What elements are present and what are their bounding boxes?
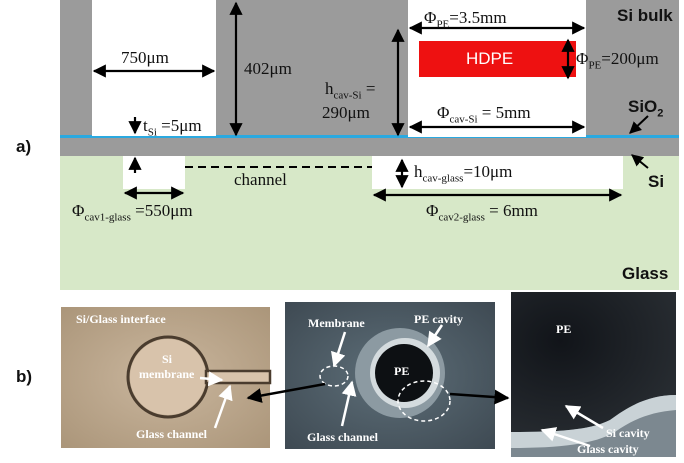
connector-arrow-2 (449, 389, 510, 405)
phi-pe-top-label: ΦPE=3.5mm (424, 8, 507, 31)
hcav-si-label: hcav-Si = (325, 79, 376, 102)
photo-3-glass-cavity-label: Glass cavity (577, 442, 639, 456)
panel-b-label: b) (16, 367, 33, 386)
glass-cavity-1 (123, 156, 185, 189)
photo-3-pe-label: PE (556, 322, 572, 336)
photo-2-membrane-label: Membrane (308, 316, 365, 330)
photo-2-cavity-mark (397, 380, 451, 422)
cross-section-diagram (60, 0, 679, 290)
photo-2-channel-label: Glass channel (307, 430, 379, 444)
phi-cav2-glass-label: Φcav2-glass = 6mm (426, 201, 538, 224)
photo-2-chip (285, 302, 495, 449)
height-402-label: 402μm (244, 59, 292, 78)
phi-cav1-glass-label: Φcav1-glass =550μm (72, 201, 193, 224)
photo-1-title: Si/Glass interface (76, 312, 166, 326)
hdpe-block (419, 41, 576, 77)
hcav-si-value: 290μm (322, 103, 370, 122)
photo-1-arrow-channel (213, 384, 233, 429)
arrow-si (631, 154, 649, 169)
glass-label: Glass (622, 264, 669, 283)
photo-3-arrow-si (564, 404, 604, 430)
photo-3-si-cavity-label: Si cavity (606, 426, 650, 440)
photo-2-arrow-channel (340, 380, 357, 427)
connector-arrow-1 (246, 382, 326, 403)
photo-1-channel-label: Glass channel (136, 427, 208, 441)
photo-2-arrow-membrane (331, 331, 347, 368)
si-label: Si (648, 172, 665, 191)
photo-2-pe-cavity-label: PE cavity (414, 312, 463, 326)
panel-a-label: a) (16, 137, 32, 156)
glass-cavity-2 (372, 156, 623, 189)
photo-1-membrane-line2: membrane (139, 367, 195, 381)
photo-1-membrane-line1: Si (162, 352, 173, 366)
si-membrane-right-2 (586, 138, 623, 156)
sio2-label: SiO2 (628, 97, 664, 120)
photo-3-zoom (511, 292, 676, 457)
photo-1-channel (204, 369, 272, 385)
width-750-label: 750μm (121, 48, 169, 67)
photo-2-pe-label: PE (394, 364, 410, 378)
phi-pe-side-label: ΦPE=200μm (576, 49, 659, 72)
tsi-label: tSi =5μm (143, 116, 202, 139)
membrane-circle-fill (130, 339, 206, 415)
photo-3-pe-region (511, 292, 676, 432)
photo-1-si-glass-interface (61, 307, 272, 448)
photo-3-arrow-glass (540, 427, 591, 448)
sio2-layer (60, 135, 679, 138)
arrow-sio2 (629, 115, 649, 134)
si-bulk-label: Si bulk (617, 6, 673, 25)
phi-cav-si-label: Φcav-Si = 5mm (437, 103, 531, 126)
channel-label: channel (234, 170, 287, 189)
si-membrane-right (372, 138, 408, 156)
photo-2-arrow-pe-cavity (426, 324, 444, 348)
hcav-glass-label: hcav-glass=10μm (414, 162, 513, 185)
hdpe-label: HDPE (466, 49, 514, 68)
photo-1-arrow-membrane (199, 371, 224, 387)
photo-2-pe-cavity (375, 344, 433, 402)
